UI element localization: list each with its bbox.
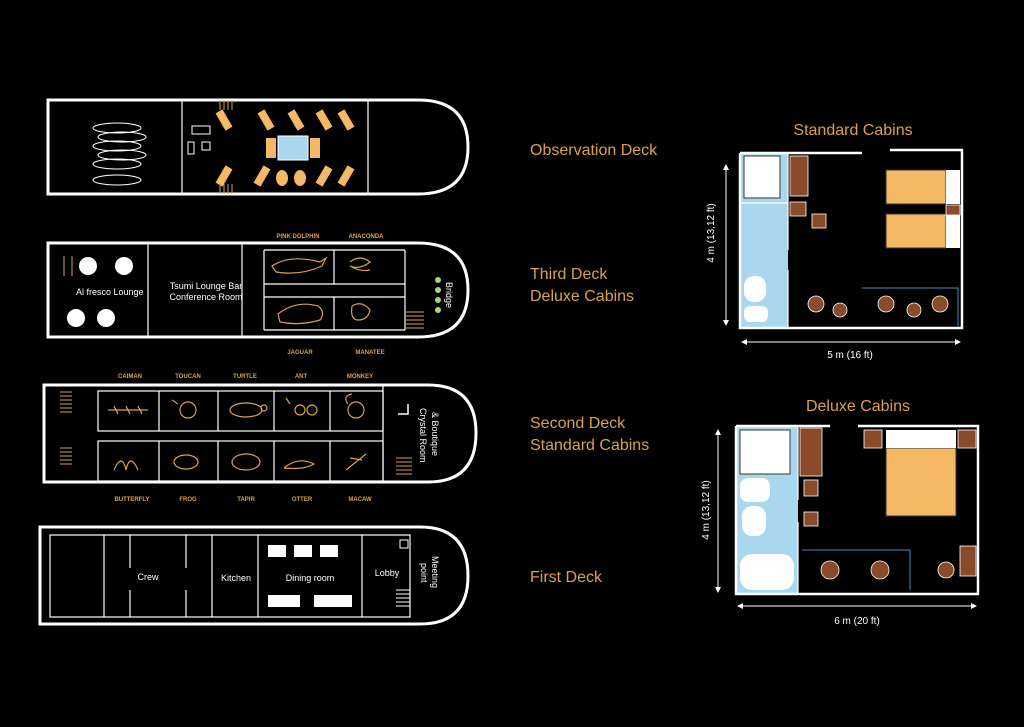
first-deck-label: First Deck: [530, 569, 603, 586]
third-deck-label-2: Deluxe Cabins: [530, 288, 634, 305]
observation-deck-label: Observation Deck: [530, 142, 658, 159]
deluxe-width-dim: 6 m (20 ft): [834, 616, 880, 627]
observation-deck-plan: [46, 98, 470, 196]
cabin-label-otter: OTTER: [292, 497, 313, 503]
second-deck-plan: [42, 383, 478, 484]
tsumi-lounge-label-2: Conference Room: [169, 292, 242, 302]
bridge-label: Bridge: [444, 282, 454, 308]
tsumi-lounge-label-1: Tsumi Lounge Bar: [170, 281, 243, 291]
cabin-label-tapir: TAPIR: [237, 497, 255, 503]
dining-tables: [268, 545, 352, 607]
cabin-label-ant: ANT: [295, 374, 308, 380]
standard-height-dim: 4 m (13,12 ft): [706, 203, 717, 262]
third-deck-label-1: Third Deck: [530, 266, 608, 283]
cabin-label-frog: FROG: [179, 497, 197, 503]
sun-loungers: [215, 109, 355, 187]
stairs: [219, 100, 233, 194]
standard-cabins-title: Standard Cabins: [793, 122, 912, 139]
deluxe-cabins-title: Deluxe Cabins: [806, 398, 910, 415]
stairs: [63, 256, 424, 329]
dining-room-label: Dining room: [286, 573, 335, 583]
standard-cabin-plan: [723, 148, 964, 345]
cabin-label-caiman: CAIMAN: [118, 374, 142, 380]
cabin-label-manatee: MANATEE: [355, 350, 384, 356]
lobby-label: Lobby: [375, 568, 400, 578]
cabin-label-macaw: MACAW: [348, 497, 372, 503]
stairs: [396, 589, 410, 607]
cabin-label-pink-dolphin: PINK DOLPHIN: [276, 234, 319, 240]
alfresco-lounge-label: Al fresco Lounge: [76, 287, 144, 297]
first-deck-plan: [38, 525, 470, 626]
crystal-room-label-2: & Boutique: [430, 412, 440, 456]
third-deck-plan: [46, 241, 470, 339]
cabin-label-toucan: TOUCAN: [175, 374, 201, 380]
second-deck-label-2: Standard Cabins: [530, 437, 649, 454]
cabin-label-jaguar: JAGUAR: [287, 350, 313, 356]
deluxe-height-dim: 4 m (13,12 ft): [701, 480, 712, 539]
crystal-room-label-1: Crystal Room: [418, 408, 428, 463]
stairs: [60, 391, 412, 475]
meeting-point-label-1: Meeting: [430, 556, 440, 588]
crew-label: Crew: [137, 572, 159, 582]
jacuzzi: [266, 135, 320, 161]
cabin-label-butterfly: BUTTERFLY: [114, 497, 149, 503]
deluxe-cabin-plan: [715, 424, 980, 609]
round-tables: [67, 257, 133, 327]
cabin-label-turtle: TURTLE: [233, 374, 257, 380]
cabin-label-monkey: MONKEY: [347, 374, 373, 380]
standard-width-dim: 5 m (16 ft): [827, 350, 873, 361]
bridge-lights: [435, 277, 441, 313]
kayaks: [92, 122, 147, 186]
second-deck-label-1: Second Deck: [530, 415, 626, 432]
cabin-label-anaconda: ANACONDA: [349, 234, 385, 240]
meeting-point-label-2: point: [419, 563, 429, 583]
kitchen-label: Kitchen: [221, 573, 251, 583]
